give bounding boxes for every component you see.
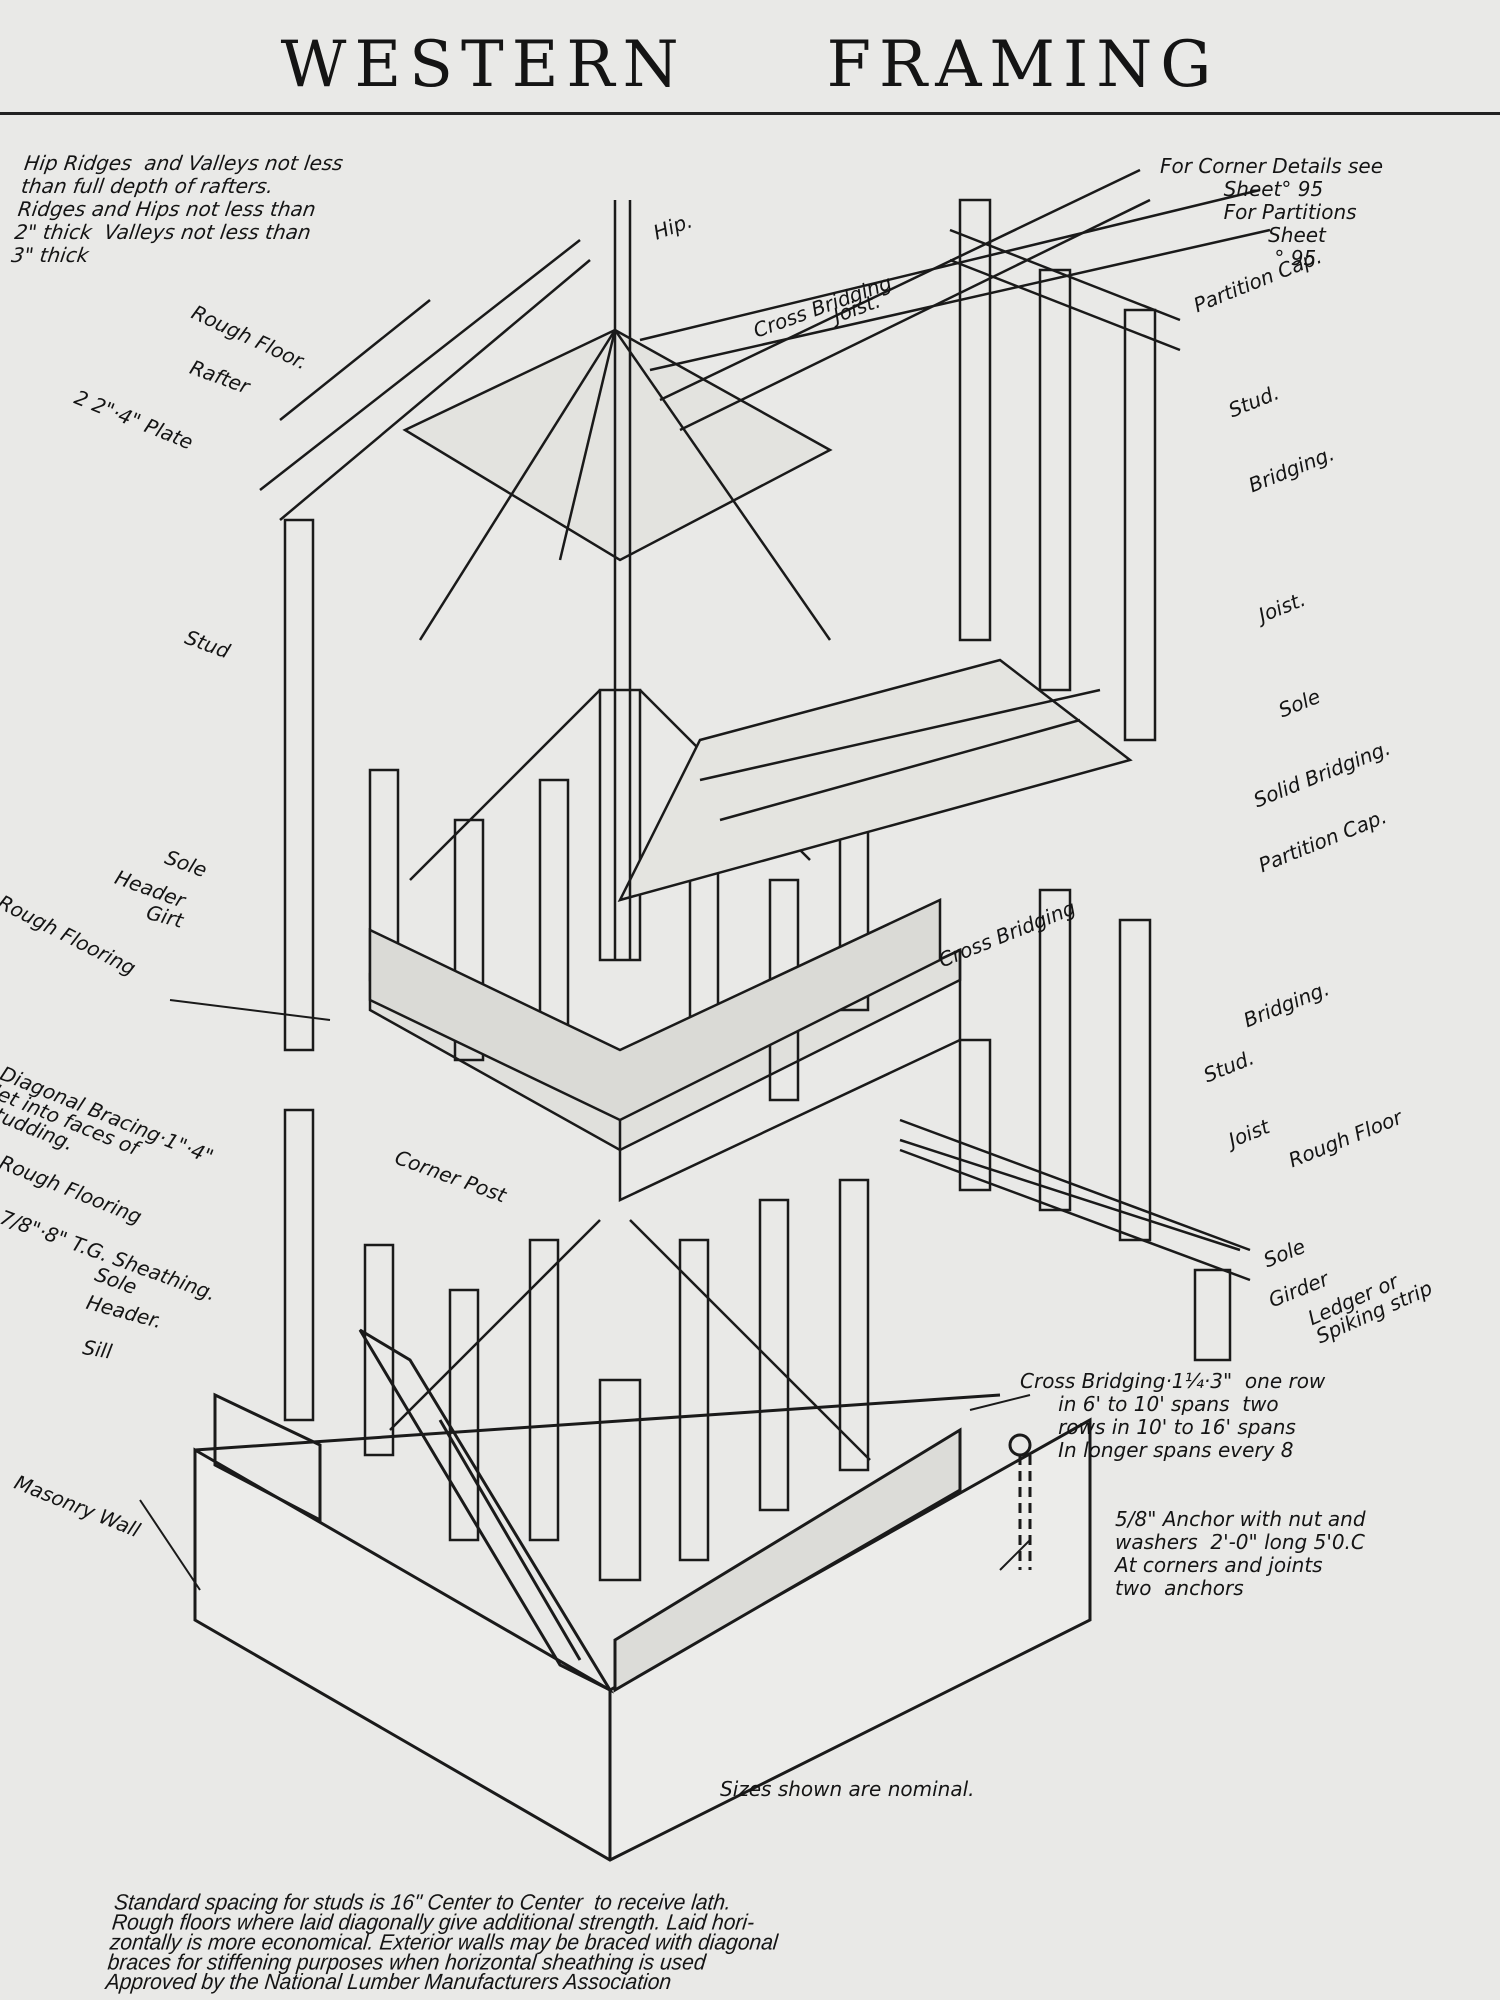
- note-anchor: 5/8" Anchor with nut and washers 2'-0" l…: [1115, 1507, 1366, 1600]
- note-hip-ridges: Hip Ridges and Valleys not less than ful…: [9, 151, 345, 267]
- note-cross-bridging: Cross Bridging·1¼·3" one row in 6' to 10…: [1020, 1369, 1326, 1462]
- title-bar: WESTERN FRAMING: [0, 0, 1500, 115]
- second-floor-band: [368, 658, 1133, 1122]
- masonry-wall: [193, 1393, 1092, 1862]
- roof-framing: [259, 168, 1271, 960]
- note-corner-details: For Corner Details see Sheet° 95 For Par…: [1160, 154, 1384, 270]
- note-sizes-nominal: Sizes shown are nominal.: [720, 1777, 975, 1801]
- anchor-bolt: [1008, 1433, 1032, 1570]
- label-sill: Sill: [80, 1335, 114, 1364]
- page-title: WESTERN FRAMING: [0, 28, 1500, 102]
- first-floor-studs: [283, 1108, 871, 1582]
- footer-notes: Standard spacing for studs is 16" Center…: [104, 1890, 779, 1995]
- leader-lines: [139, 999, 1031, 1591]
- right-partition: [899, 198, 1241, 1252]
- title-word-western: WESTERN: [280, 28, 687, 102]
- title-word-framing: FRAMING: [826, 28, 1220, 102]
